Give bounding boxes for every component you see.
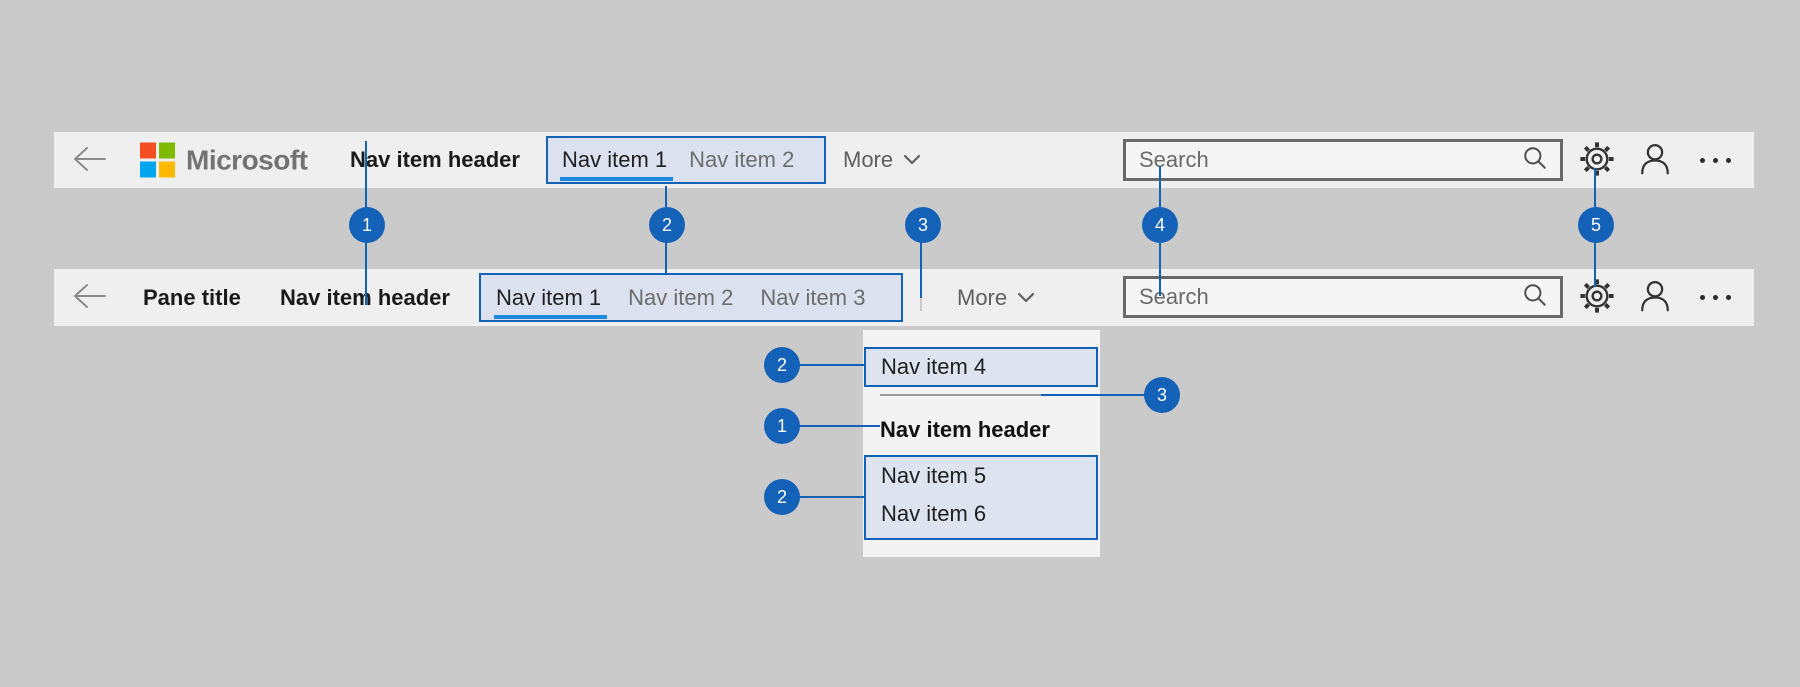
settings-button[interactable] <box>1577 140 1617 180</box>
chevron-down-icon <box>903 147 921 173</box>
top-more-button[interactable]: More <box>843 147 921 173</box>
callout-line <box>1159 166 1161 208</box>
top-nav-item-1[interactable]: Nav item 1 <box>559 147 674 181</box>
top-more-label: More <box>843 147 894 172</box>
pane-search-box <box>1123 276 1563 318</box>
microsoft-logo-icon <box>140 142 175 178</box>
callout-line <box>799 425 880 427</box>
search-icon[interactable] <box>1522 282 1548 313</box>
callout-line <box>1594 168 1596 208</box>
callout-badge-3: 3 <box>905 207 941 243</box>
callout-line <box>920 242 922 298</box>
callout-line <box>665 186 667 208</box>
person-icon <box>1637 278 1673 317</box>
dropdown-nav-item-5-label: Nav item 5 <box>881 463 987 488</box>
pane-nav-item-2[interactable]: Nav item 2 <box>628 284 734 310</box>
callout-badge-5: 5 <box>1578 207 1614 243</box>
top-nav-item-header[interactable]: Nav item header <box>350 147 520 172</box>
callout-badge-2: 2 <box>649 207 685 243</box>
dropdown-nav-item-6-label: Nav item 6 <box>881 501 987 526</box>
pane-account-button[interactable] <box>1635 278 1675 318</box>
callout-line <box>1041 394 1146 396</box>
pane-more-button[interactable]: More <box>957 285 1035 311</box>
gear-icon <box>1578 140 1616 181</box>
callout-line <box>665 242 667 274</box>
pane-title: Pane title <box>143 284 241 310</box>
callout-line <box>365 242 367 305</box>
person-icon <box>1637 141 1673 180</box>
pane-nav-item-1[interactable]: Nav item 1 <box>493 284 608 319</box>
dropdown-nav-item-5[interactable]: Nav item 5 <box>881 457 1096 495</box>
account-button[interactable] <box>1635 140 1675 180</box>
arrow-left-icon <box>70 280 110 315</box>
back-button[interactable] <box>68 143 112 177</box>
pane-more-label: More <box>957 284 1008 310</box>
pane-nav-item-header[interactable]: Nav item header <box>280 284 450 310</box>
callout-line <box>799 364 864 366</box>
pane-nav-item-3[interactable]: Nav item 3 <box>760 284 866 310</box>
pane-nav-items-highlight: Nav item 1 Nav item 2 Nav item 3 <box>479 273 903 322</box>
top-app-bar: Microsoft Nav item header More <box>54 132 1754 188</box>
dropdown-nav-item-4[interactable]: Nav item 4 <box>864 347 1098 387</box>
more-dropdown-menu: Nav item 4 Nav item header Nav item 5 Na… <box>863 330 1100 557</box>
microsoft-logo-text: Microsoft <box>186 144 308 175</box>
dropdown-nav-item-6[interactable]: Nav item 6 <box>881 495 1096 533</box>
dropdown-nav-item-4-label: Nav item 4 <box>881 354 987 379</box>
pane-more-options-button[interactable] <box>1695 278 1735 318</box>
more-options-button[interactable] <box>1695 140 1735 180</box>
top-nav-item-2[interactable]: Nav item 2 <box>689 147 795 172</box>
dropdown-nav-item-header: Nav item header <box>880 417 1050 442</box>
top-search-input[interactable] <box>1126 147 1522 173</box>
top-search-box <box>1123 139 1563 181</box>
dropdown-nav-items-group: Nav item 5 Nav item 6 <box>864 455 1098 540</box>
callout-badge-dropdown-2: 2 <box>764 347 800 383</box>
ellipsis-icon <box>1699 295 1731 300</box>
callout-badge-dropdown-1: 1 <box>764 408 800 444</box>
gear-icon <box>1578 277 1616 318</box>
callout-line <box>1594 242 1596 287</box>
callout-line <box>799 496 864 498</box>
search-icon[interactable] <box>1522 145 1548 176</box>
callout-badge-dropdown-2b: 2 <box>764 479 800 515</box>
pane-search-input[interactable] <box>1126 284 1522 310</box>
ellipsis-icon <box>1699 157 1731 163</box>
callout-badge-1: 1 <box>349 207 385 243</box>
callout-line <box>1159 242 1161 296</box>
callout-badge-dropdown-3: 3 <box>1144 377 1180 413</box>
pane-settings-button[interactable] <box>1577 278 1617 318</box>
callout-badge-4: 4 <box>1142 207 1178 243</box>
chevron-down-icon <box>1017 285 1035 311</box>
pane-app-bar: Pane title Nav item header More <box>54 269 1754 326</box>
microsoft-logo[interactable]: Microsoft <box>140 142 308 178</box>
top-nav-items-highlight: Nav item 1 Nav item 2 <box>546 136 826 184</box>
dropdown-separator <box>880 394 1041 396</box>
pane-back-button[interactable] <box>68 281 112 315</box>
callout-line <box>365 141 367 208</box>
arrow-left-icon <box>70 143 110 178</box>
